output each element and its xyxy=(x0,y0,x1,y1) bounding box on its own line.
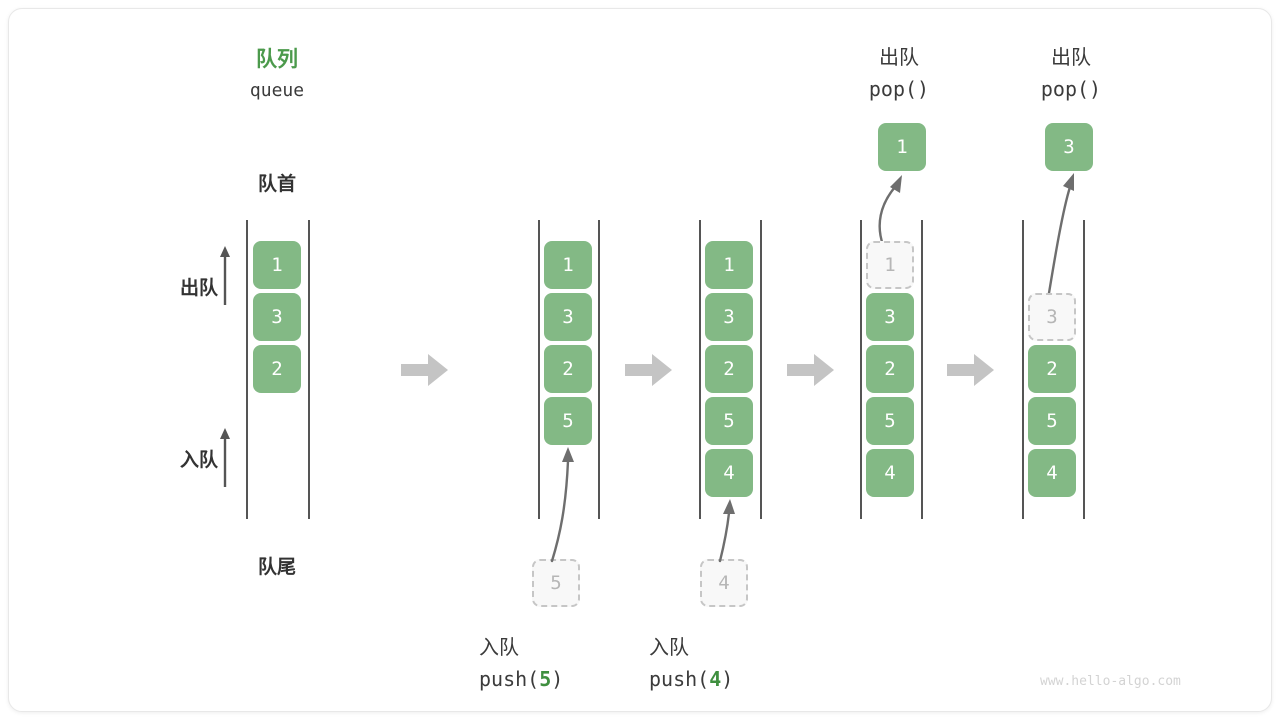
stage-5-rail-right xyxy=(1083,220,1085,519)
stage-2-cell-0: 1 xyxy=(544,241,592,289)
stage-3-op-label: 入队 xyxy=(649,637,689,659)
stage-5-popped-cell: 3 xyxy=(1045,123,1093,171)
stage-5-cell-1-ghost: 3 xyxy=(1028,293,1076,341)
stage-2-incoming-cell: 5 xyxy=(532,559,580,607)
stage-5-rail-left xyxy=(1022,220,1024,519)
stage-2-cell-2: 2 xyxy=(544,345,592,393)
stage-2-op-code-pre: push( xyxy=(479,667,540,691)
stage-1-rail-left xyxy=(246,220,248,519)
stage-4-cell-4: 4 xyxy=(866,449,914,497)
stage-3-op-code: push(4) xyxy=(649,667,839,691)
stage-5-pop-arrow-icon xyxy=(1046,173,1074,301)
stage-3-cell-1: 3 xyxy=(705,293,753,341)
stage-2-op-code-post: ) xyxy=(551,667,564,691)
stage-4-pop-arrow-icon xyxy=(878,175,902,247)
stage-1-cell-0: 1 xyxy=(253,241,301,289)
stage-2-rail-left xyxy=(538,220,540,519)
stage-3-incoming-cell: 4 xyxy=(700,559,748,607)
dequeue-legend-label: 出队 xyxy=(179,278,218,299)
stage-5-cell-3: 5 xyxy=(1028,397,1076,445)
rear-label: 队尾 xyxy=(257,557,296,578)
stage-4-cell-2: 2 xyxy=(866,345,914,393)
stage-3-op-code-pre: push( xyxy=(649,667,710,691)
stage-1-rail-right xyxy=(308,220,310,519)
stage-3-cell-3: 5 xyxy=(705,397,753,445)
stage-5-cell-4: 4 xyxy=(1028,449,1076,497)
diagram-title-en: queue xyxy=(249,80,305,101)
stage-2-cell-1: 3 xyxy=(544,293,592,341)
stage-3-rail-right xyxy=(760,220,762,519)
stage-1-cell-1: 3 xyxy=(253,293,301,341)
flow-arrow-1-icon xyxy=(401,354,448,386)
stage-4-rail-left xyxy=(860,220,862,519)
flow-arrow-3-icon xyxy=(787,354,834,386)
stage-5-pop-code: pop() xyxy=(1040,77,1102,101)
stage-4-pop-code: pop() xyxy=(868,77,930,101)
stage-3-op-code-arg: 4 xyxy=(709,667,722,691)
stage-1-cell-2: 2 xyxy=(253,345,301,393)
stage-3-op-code-post: ) xyxy=(721,667,734,691)
stage-4-cell-1: 3 xyxy=(866,293,914,341)
stage-3-cell-2: 2 xyxy=(705,345,753,393)
stage-5-cell-2: 2 xyxy=(1028,345,1076,393)
stage-4-cell-3: 5 xyxy=(866,397,914,445)
front-label: 队首 xyxy=(257,174,296,195)
stage-5-pop-label: 出队 xyxy=(1051,47,1091,69)
stage-4-pop-label: 出队 xyxy=(879,47,919,69)
stage-3-cell-4: 4 xyxy=(705,449,753,497)
stage-4-popped-cell: 1 xyxy=(878,123,926,171)
stage-2-cell-3: 5 xyxy=(544,397,592,445)
stage-3-rail-left xyxy=(699,220,701,519)
enqueue-arrow-icon xyxy=(220,428,230,487)
stage-2-op-code: push(5) xyxy=(479,667,669,691)
flow-arrow-4-icon xyxy=(947,354,994,386)
stage-3-push-arrow-icon xyxy=(718,499,735,563)
stage-4-rail-right xyxy=(921,220,923,519)
watermark: www.hello-algo.com xyxy=(1040,674,1181,689)
diagram-card: 队列 queue 队首 队尾 出队 入队 1 3 2 1 3 2 5 5 入队 … xyxy=(8,8,1272,712)
flow-arrow-2-icon xyxy=(625,354,672,386)
diagram-title-cn: 队列 xyxy=(256,48,298,71)
stage-4-cell-0-ghost: 1 xyxy=(866,241,914,289)
stage-2-push-arrow-icon xyxy=(550,447,574,563)
stage-3-cell-0: 1 xyxy=(705,241,753,289)
stage-2-op-label: 入队 xyxy=(479,637,519,659)
stage-2-op-code-arg: 5 xyxy=(539,667,552,691)
enqueue-legend-label: 入队 xyxy=(179,450,218,471)
dequeue-arrow-icon xyxy=(220,246,230,305)
stage-2-rail-right xyxy=(598,220,600,519)
